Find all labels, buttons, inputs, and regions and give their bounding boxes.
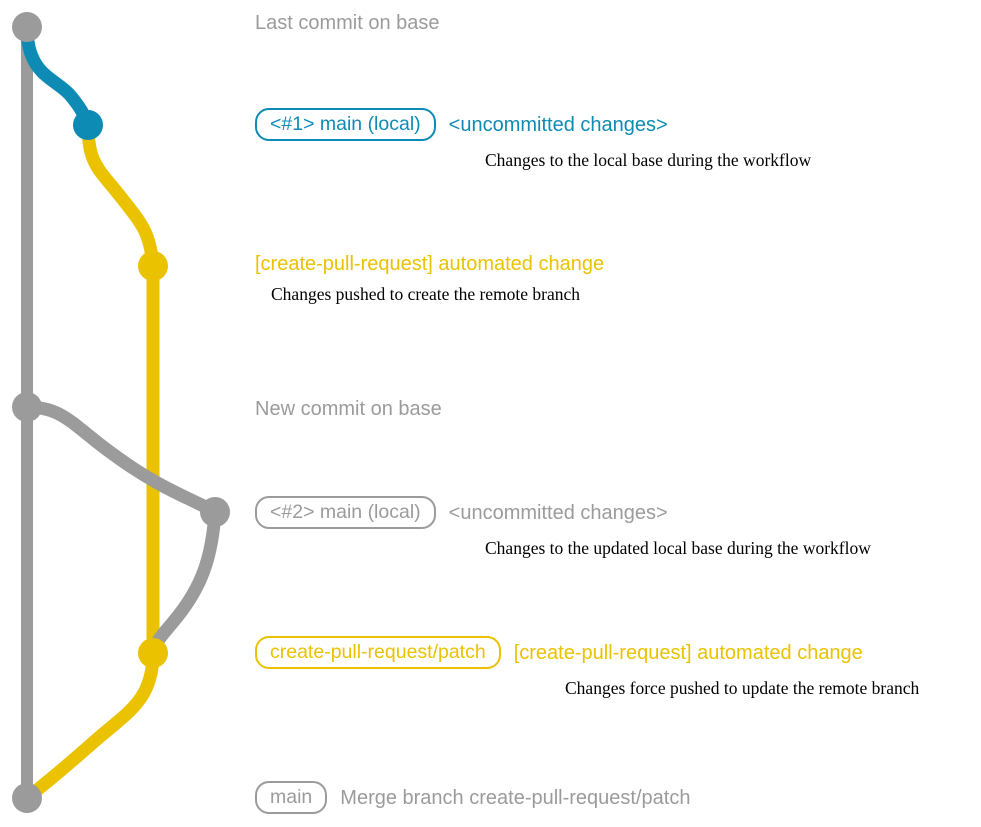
row-title-local-main-1: <uncommitted changes> [448, 113, 668, 136]
commit-graph [12, 12, 230, 813]
commit-node-patch-create[interactable] [138, 251, 168, 281]
row-desc-local-main-1: Changes to the local base during the wor… [485, 150, 812, 171]
branch-pill-local-main-1[interactable]: <#1> main (local) [255, 108, 436, 142]
graph-edge-patch-update-to-merge [20, 646, 160, 805]
row-local-main-2: <#2> main (local) <uncommitted changes> … [255, 496, 871, 559]
row-desc-automated-change-create: Changes pushed to create the remote bran… [271, 284, 581, 304]
row-title-last-commit-on-base: Last commit on base [255, 12, 440, 34]
row-title-merge-commit: Merge branch create-pull-request/patch [340, 786, 691, 809]
row-local-main-1: <#1> main (local) <uncommitted changes> … [255, 108, 811, 171]
branch-pill-main[interactable]: main [255, 781, 328, 815]
commit-node-patch-update[interactable] [138, 638, 168, 668]
graph-edge-local2-to-patch-update [146, 505, 222, 660]
branch-pill-create-pull-request-patch[interactable]: create-pull-request/patch [255, 636, 501, 670]
row-title-local-main-2: <uncommitted changes> [448, 501, 668, 524]
row-new-commit-on-base: New commit on base [255, 398, 442, 420]
row-merge-commit: main Merge branch create-pull-request/pa… [255, 781, 691, 815]
row-automated-change-update: create-pull-request/patch [create-pull-r… [255, 636, 919, 699]
commit-node-merge-main[interactable] [12, 783, 42, 813]
graph-edge-base-to-local2 [20, 400, 222, 519]
graph-edge-local1-to-patch-create [81, 118, 160, 273]
row-automated-change-create: [create-pull-request] automated change C… [255, 253, 604, 304]
row-last-commit-on-base: Last commit on base [255, 12, 440, 34]
row-title-automated-change-update: [create-pull-request] automated change [513, 641, 863, 664]
branch-pill-local-main-2[interactable]: <#2> main (local) [255, 496, 436, 530]
commit-node-local-main-2[interactable] [200, 497, 230, 527]
commit-node-base-top[interactable] [12, 12, 42, 42]
commit-node-local-main-1[interactable] [73, 110, 103, 140]
row-desc-automated-change-update: Changes force pushed to update the remot… [565, 678, 920, 699]
row-title-automated-change-create: [create-pull-request] automated change [255, 253, 605, 275]
graph-edge-base-to-local1 [20, 20, 95, 132]
row-title-new-commit-on-base: New commit on base [255, 398, 442, 420]
row-desc-local-main-2: Changes to the updated local base during… [485, 538, 871, 559]
commit-node-base-new[interactable] [12, 392, 42, 422]
